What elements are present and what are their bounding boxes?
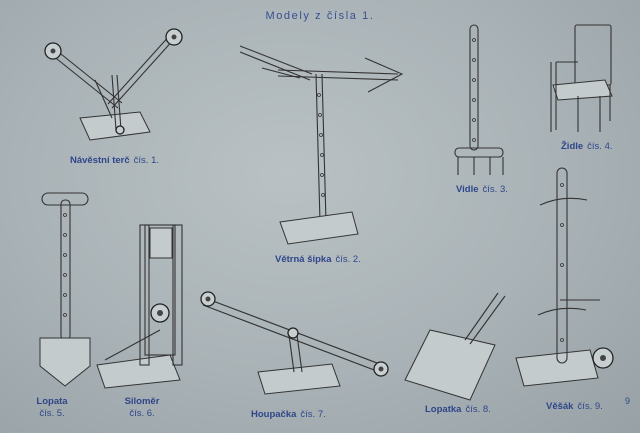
- model-8-small-shovel-drawing: [404, 292, 506, 401]
- model-2-weather-vane-drawing: [239, 45, 404, 245]
- model-3-fork-drawing: [454, 24, 504, 175]
- model-5-name: Lopata: [36, 396, 68, 407]
- model-3-name: Vidle: [456, 184, 479, 195]
- model-3-number: čís. 3.: [482, 184, 508, 195]
- model-1-number: čís. 1.: [133, 155, 160, 166]
- model-4-name: Židle: [561, 141, 584, 152]
- model-1-signal-target-drawing: [44, 28, 183, 141]
- model-5-shovel-drawing: [39, 192, 91, 387]
- model-2-number: čís. 2.: [335, 254, 361, 265]
- model-8-name: Lopatka: [425, 404, 462, 415]
- model-2-name: Větrná šipka: [275, 254, 332, 265]
- model-6-dynamometer-drawing: [96, 224, 183, 389]
- model-8-number: čís. 8.: [465, 404, 491, 415]
- model-6-number: čís. 6.: [129, 408, 155, 419]
- page-title: Modely z čísla 1.: [265, 10, 375, 22]
- model-7-name: Houpačka: [251, 409, 297, 420]
- model-7-number: čís. 7.: [300, 409, 326, 420]
- model-7-seesaw-drawing: [200, 291, 389, 395]
- model-9-hanger-drawing: [515, 167, 614, 387]
- model-9-number: čís. 9.: [577, 401, 603, 412]
- model-6-name: Siloměr: [124, 396, 160, 407]
- model-1-name: Návěstní terč: [70, 155, 130, 166]
- page-number: 9: [624, 396, 630, 406]
- model-5-number: čís. 5.: [39, 408, 65, 419]
- model-4-chair-drawing: [550, 24, 613, 132]
- model-4-number: čís. 4.: [587, 141, 613, 152]
- model-9-name: Věšák: [546, 401, 574, 412]
